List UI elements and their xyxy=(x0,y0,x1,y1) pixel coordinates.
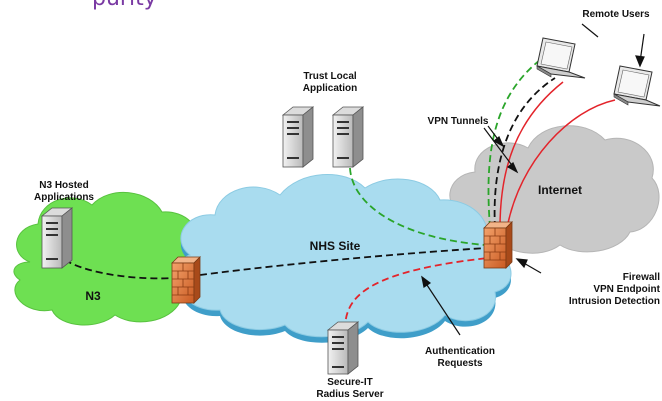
trust-server-1-icon xyxy=(281,106,315,168)
laptop-1-icon xyxy=(536,37,586,79)
link-trust-app-to-firewall xyxy=(349,167,486,246)
trust-local-app-label: Trust Local Application xyxy=(302,71,358,94)
internet-firewall-icon xyxy=(483,221,513,269)
trust-server-2-icon xyxy=(331,106,365,168)
internet-cloud xyxy=(449,125,660,254)
internet-label: Internet xyxy=(537,183,582,197)
n3-server-icon xyxy=(40,207,74,269)
secure-it-label: Secure-IT Radius Server xyxy=(316,377,384,400)
nhs-site-label: NHS Site xyxy=(309,239,361,253)
vpn-tunnels-label: VPN Tunnels xyxy=(427,116,489,127)
n3-hosted-label: N3 Hosted Applications xyxy=(33,180,94,203)
auth-requests-label: Authentication Requests xyxy=(425,346,495,369)
link-firewall-to-firewall xyxy=(199,247,488,276)
radius-server-icon xyxy=(326,321,360,375)
annotation-arrows xyxy=(421,23,645,336)
tunnel-black xyxy=(493,77,556,229)
link-n3-server-to-firewall xyxy=(64,259,176,280)
n3-firewall-icon xyxy=(171,256,201,304)
title-fragment: purity xyxy=(92,0,157,11)
firewall-label: Firewall VPN Endpoint Intrusion Detectio… xyxy=(568,272,660,307)
tunnel-red-1 xyxy=(499,81,564,229)
nhs-site-cloud xyxy=(180,173,512,338)
remote-users-label: Remote Users xyxy=(582,9,650,20)
n3-label: N3 xyxy=(85,289,101,303)
tunnel-red-2 xyxy=(506,99,616,229)
link-radius-to-firewall xyxy=(344,257,489,331)
laptop-2-icon xyxy=(613,65,661,107)
